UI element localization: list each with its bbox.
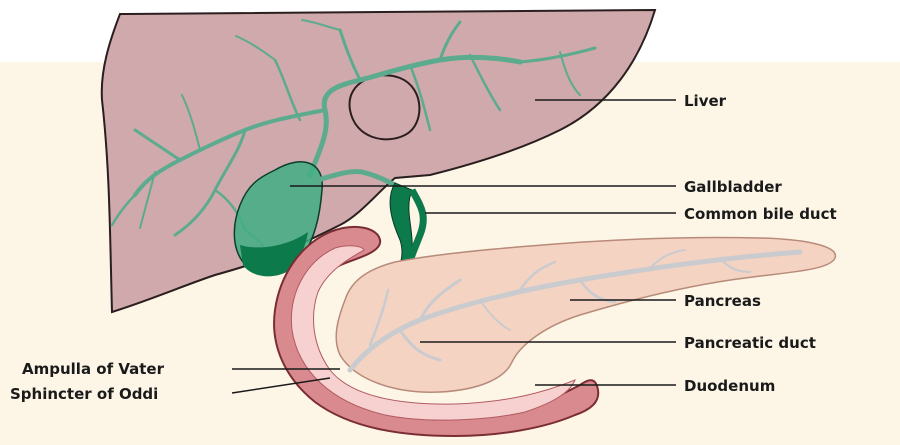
- label-liver: Liver: [684, 92, 727, 110]
- label-pancreatic-duct: Pancreatic duct: [684, 334, 816, 352]
- label-gallbladder: Gallbladder: [684, 178, 782, 196]
- label-ampulla-of-vater: Ampulla of Vater: [22, 360, 165, 378]
- label-duodenum: Duodenum: [684, 377, 775, 395]
- label-common-bile-duct: Common bile duct: [684, 205, 837, 223]
- label-pancreas: Pancreas: [684, 292, 761, 310]
- label-sphincter-of-oddi: Sphincter of Oddi: [10, 385, 158, 403]
